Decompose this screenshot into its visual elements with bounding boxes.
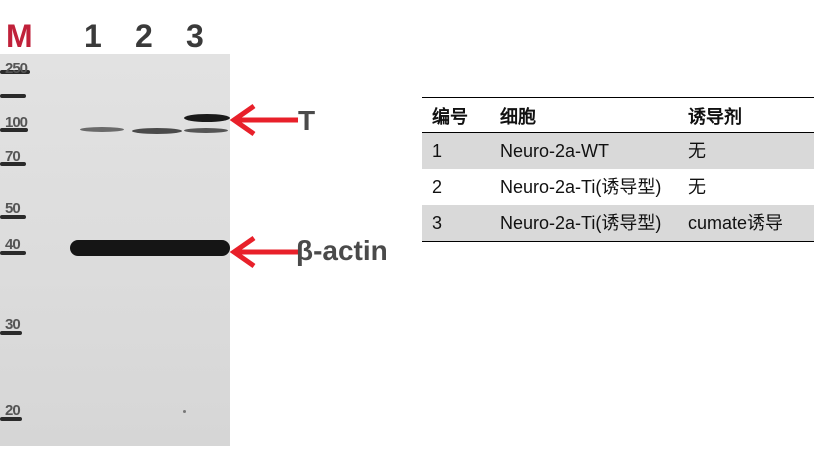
sample-legend-table: 编号 细胞 诱导剂 1 Neuro-2a-WT 无 2 Neuro-2a-Ti(… — [422, 97, 814, 242]
ladder-band-250 — [0, 70, 30, 74]
header-id: 编号 — [422, 97, 490, 133]
t-arrow-icon — [229, 103, 298, 137]
header-inducer: 诱导剂 — [678, 97, 814, 133]
row-1-id: 1 — [422, 132, 490, 169]
ladder-label-70: 70 — [5, 148, 21, 165]
ladder-band-50 — [0, 215, 26, 219]
row-3-id: 3 — [422, 205, 490, 242]
row-2-inducer: 无 — [688, 177, 706, 197]
row-3-inducer: cumate诱导 — [678, 205, 814, 242]
row-3-cell: Neuro-2a-Ti(诱导型) — [490, 205, 678, 242]
row-2-cell: Neuro-2a-Ti(诱导型) — [500, 177, 662, 197]
ladder-band-100 — [0, 128, 28, 132]
ladder-label-30: 30 — [5, 316, 21, 333]
row-2-id: 2 — [432, 177, 443, 197]
lane-3-label: 3 — [186, 18, 204, 54]
ladder-band-20 — [0, 417, 22, 421]
t-band-label: T — [298, 105, 316, 136]
table-row: 3 Neuro-2a-Ti(诱导型) cumate诱导 — [422, 205, 814, 242]
actin-band-row — [70, 240, 230, 256]
ladder-band-70 — [0, 162, 26, 166]
lane-3-t-band-upper — [184, 114, 230, 122]
table-row: 2 Neuro-2a-Ti(诱导型) 无 — [422, 169, 814, 205]
ladder-label-250: 250 — [5, 60, 28, 77]
table-row: 1 Neuro-2a-WT 无 — [422, 132, 814, 169]
row-1-cell: Neuro-2a-WT — [490, 132, 678, 169]
lane-2-label: 2 — [135, 18, 153, 54]
ladder-label-40: 40 — [5, 236, 21, 253]
ladder-label-50: 50 — [5, 200, 21, 217]
ladder-band-30 — [0, 331, 22, 335]
lane-2-t-band — [132, 128, 182, 134]
western-blot-image: 250 100 70 50 40 30 20 — [0, 54, 230, 446]
actin-band-label: β-actin — [296, 235, 388, 266]
marker-lane-label: M — [6, 18, 33, 54]
ladder-label-20: 20 — [5, 402, 21, 419]
ladder-band-extra — [0, 94, 26, 98]
table-header-row: 编号 细胞 诱导剂 — [422, 97, 814, 133]
actin-arrow-icon — [229, 235, 298, 269]
lane-1-t-band — [80, 127, 124, 132]
lane-1-label: 1 — [84, 18, 102, 54]
row-1-inducer: 无 — [678, 132, 814, 169]
blot-speck — [183, 410, 186, 413]
ladder-label-100: 100 — [5, 114, 28, 131]
lane-3-t-band-lower — [184, 128, 228, 133]
header-cell: 细胞 — [490, 97, 678, 133]
ladder-band-40 — [0, 251, 26, 255]
